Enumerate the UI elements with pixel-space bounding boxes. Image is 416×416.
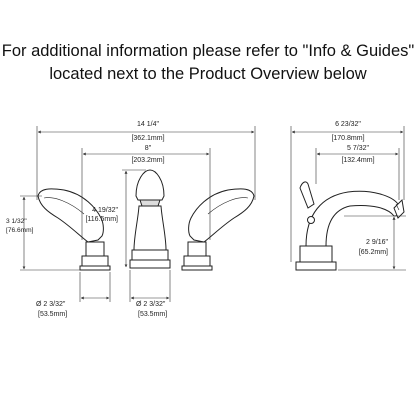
side-view bbox=[290, 126, 406, 271]
spout-height-imperial: 4 19/32" bbox=[92, 207, 118, 214]
handle-base-diameter-metric: [53.5mm] bbox=[38, 311, 67, 318]
spout-height-metric: [116.5mm] bbox=[85, 216, 118, 223]
overall-width-metric: [362.1mm] bbox=[131, 135, 164, 142]
info-heading: For additional information please refer … bbox=[0, 40, 416, 86]
handle-base-diameter-dimension bbox=[79, 272, 111, 302]
front-view-labels: 14 1/4" [362.1mm] 8" [203.2mm] 4 19/32" … bbox=[6, 121, 167, 318]
aerator-height-dimension bbox=[338, 215, 406, 271]
overall-depth-imperial: 6 23/32" bbox=[335, 121, 361, 128]
overall-depth-dimension bbox=[290, 126, 405, 262]
side-view-labels: 6 23/32" [170.8mm] 5 7/32" [132.4mm] 2 9… bbox=[331, 121, 388, 256]
handle-height-metric: [76.6mm] bbox=[6, 227, 34, 234]
spout-height-dimension bbox=[122, 169, 146, 268]
left-handle-drawing bbox=[37, 188, 111, 271]
center-spread-imperial: 8" bbox=[145, 145, 152, 152]
spout-reach-metric: [132.4mm] bbox=[341, 157, 374, 164]
aerator-height-metric: [65.2mm] bbox=[359, 249, 388, 256]
handle-height-imperial: 3 1/32" bbox=[6, 218, 27, 225]
spout-reach-imperial: 5 7/32" bbox=[347, 145, 369, 152]
overall-width-dimension bbox=[36, 126, 256, 200]
center-spread-dimension bbox=[81, 148, 211, 240]
overall-width-imperial: 14 1/4" bbox=[137, 121, 159, 128]
heading-line-2: located next to the Product Overview bel… bbox=[49, 65, 367, 83]
spout-base-diameter-metric: [53.5mm] bbox=[138, 311, 167, 318]
spout-reach-dimension bbox=[315, 148, 400, 200]
front-view bbox=[20, 126, 256, 302]
right-handle-drawing bbox=[181, 188, 255, 271]
handle-height-dimension bbox=[20, 195, 80, 271]
center-spread-metric: [203.2mm] bbox=[131, 157, 164, 164]
spout-base-diameter-imperial: Ø 2 3/32" bbox=[136, 301, 166, 308]
handle-base-diameter-imperial: Ø 2 3/32" bbox=[36, 301, 66, 308]
aerator-height-imperial: 2 9/16" bbox=[366, 239, 388, 246]
front-spout-drawing bbox=[129, 169, 171, 269]
spout-base-diameter-dimension bbox=[129, 270, 171, 302]
overall-depth-metric: [170.8mm] bbox=[331, 135, 364, 142]
heading-line-1: For additional information please refer … bbox=[1, 42, 415, 60]
side-spout-drawing bbox=[295, 181, 405, 271]
